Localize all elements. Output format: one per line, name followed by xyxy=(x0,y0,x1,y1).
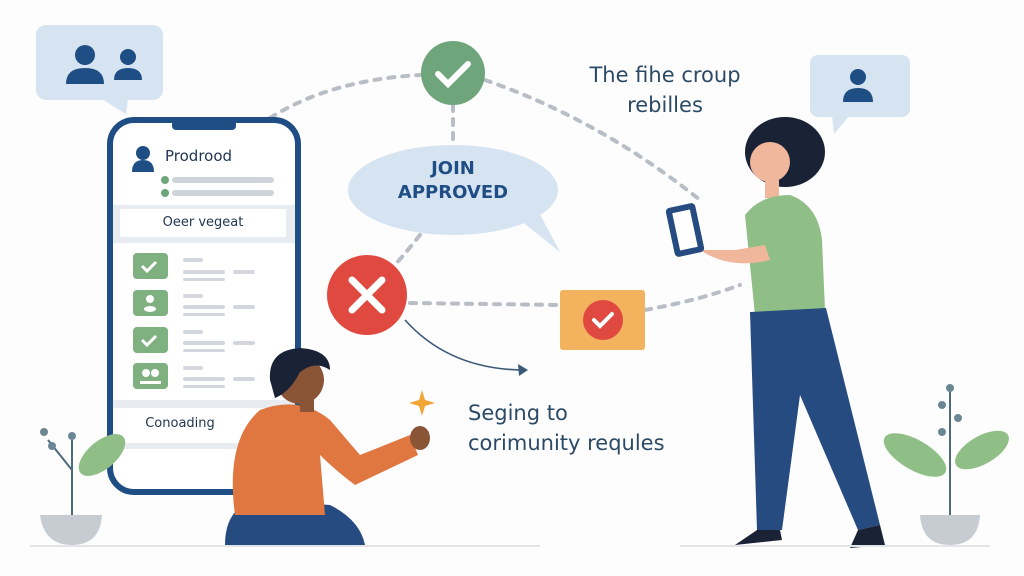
top-caption-line1: The fihe croup xyxy=(589,63,741,87)
join-approved-text: JOIN APPROVED xyxy=(360,157,546,205)
phone xyxy=(107,117,301,495)
sparkle-icon xyxy=(409,390,435,416)
phone-list xyxy=(133,253,255,389)
person-icon xyxy=(120,49,136,65)
kneeling-person xyxy=(225,348,430,545)
bottom-caption: Seging to corimunity requles xyxy=(468,398,665,458)
bottom-caption-line1: Seging to xyxy=(468,401,568,425)
plant-left xyxy=(40,428,126,545)
person-icon xyxy=(850,69,866,85)
rejected-x-icon xyxy=(327,255,407,335)
profile-icon xyxy=(136,146,150,160)
approved-card-icon xyxy=(560,290,645,350)
phone-box-label[interactable]: Oeer vegeat xyxy=(162,215,244,230)
bottom-caption-line2: corimunity requles xyxy=(468,431,665,455)
top-caption-line2: rebilles xyxy=(627,93,703,117)
phone-footer-label[interactable]: Conoading xyxy=(145,416,215,431)
join-line1: JOIN xyxy=(431,158,475,179)
group-speech-bubble xyxy=(36,25,163,114)
plant-right xyxy=(883,384,1009,545)
user-speech-bubble xyxy=(810,55,910,134)
arrow-head-icon xyxy=(518,364,528,376)
approved-check-icon xyxy=(421,41,485,105)
join-line2: APPROVED xyxy=(397,182,509,203)
standing-person xyxy=(665,117,885,548)
person-icon xyxy=(75,45,95,65)
join-approved-bubble xyxy=(348,145,560,252)
phone-title: Prodrood xyxy=(165,147,233,165)
arrow-line xyxy=(404,319,526,371)
top-caption: The fihe croup rebilles xyxy=(570,60,760,120)
